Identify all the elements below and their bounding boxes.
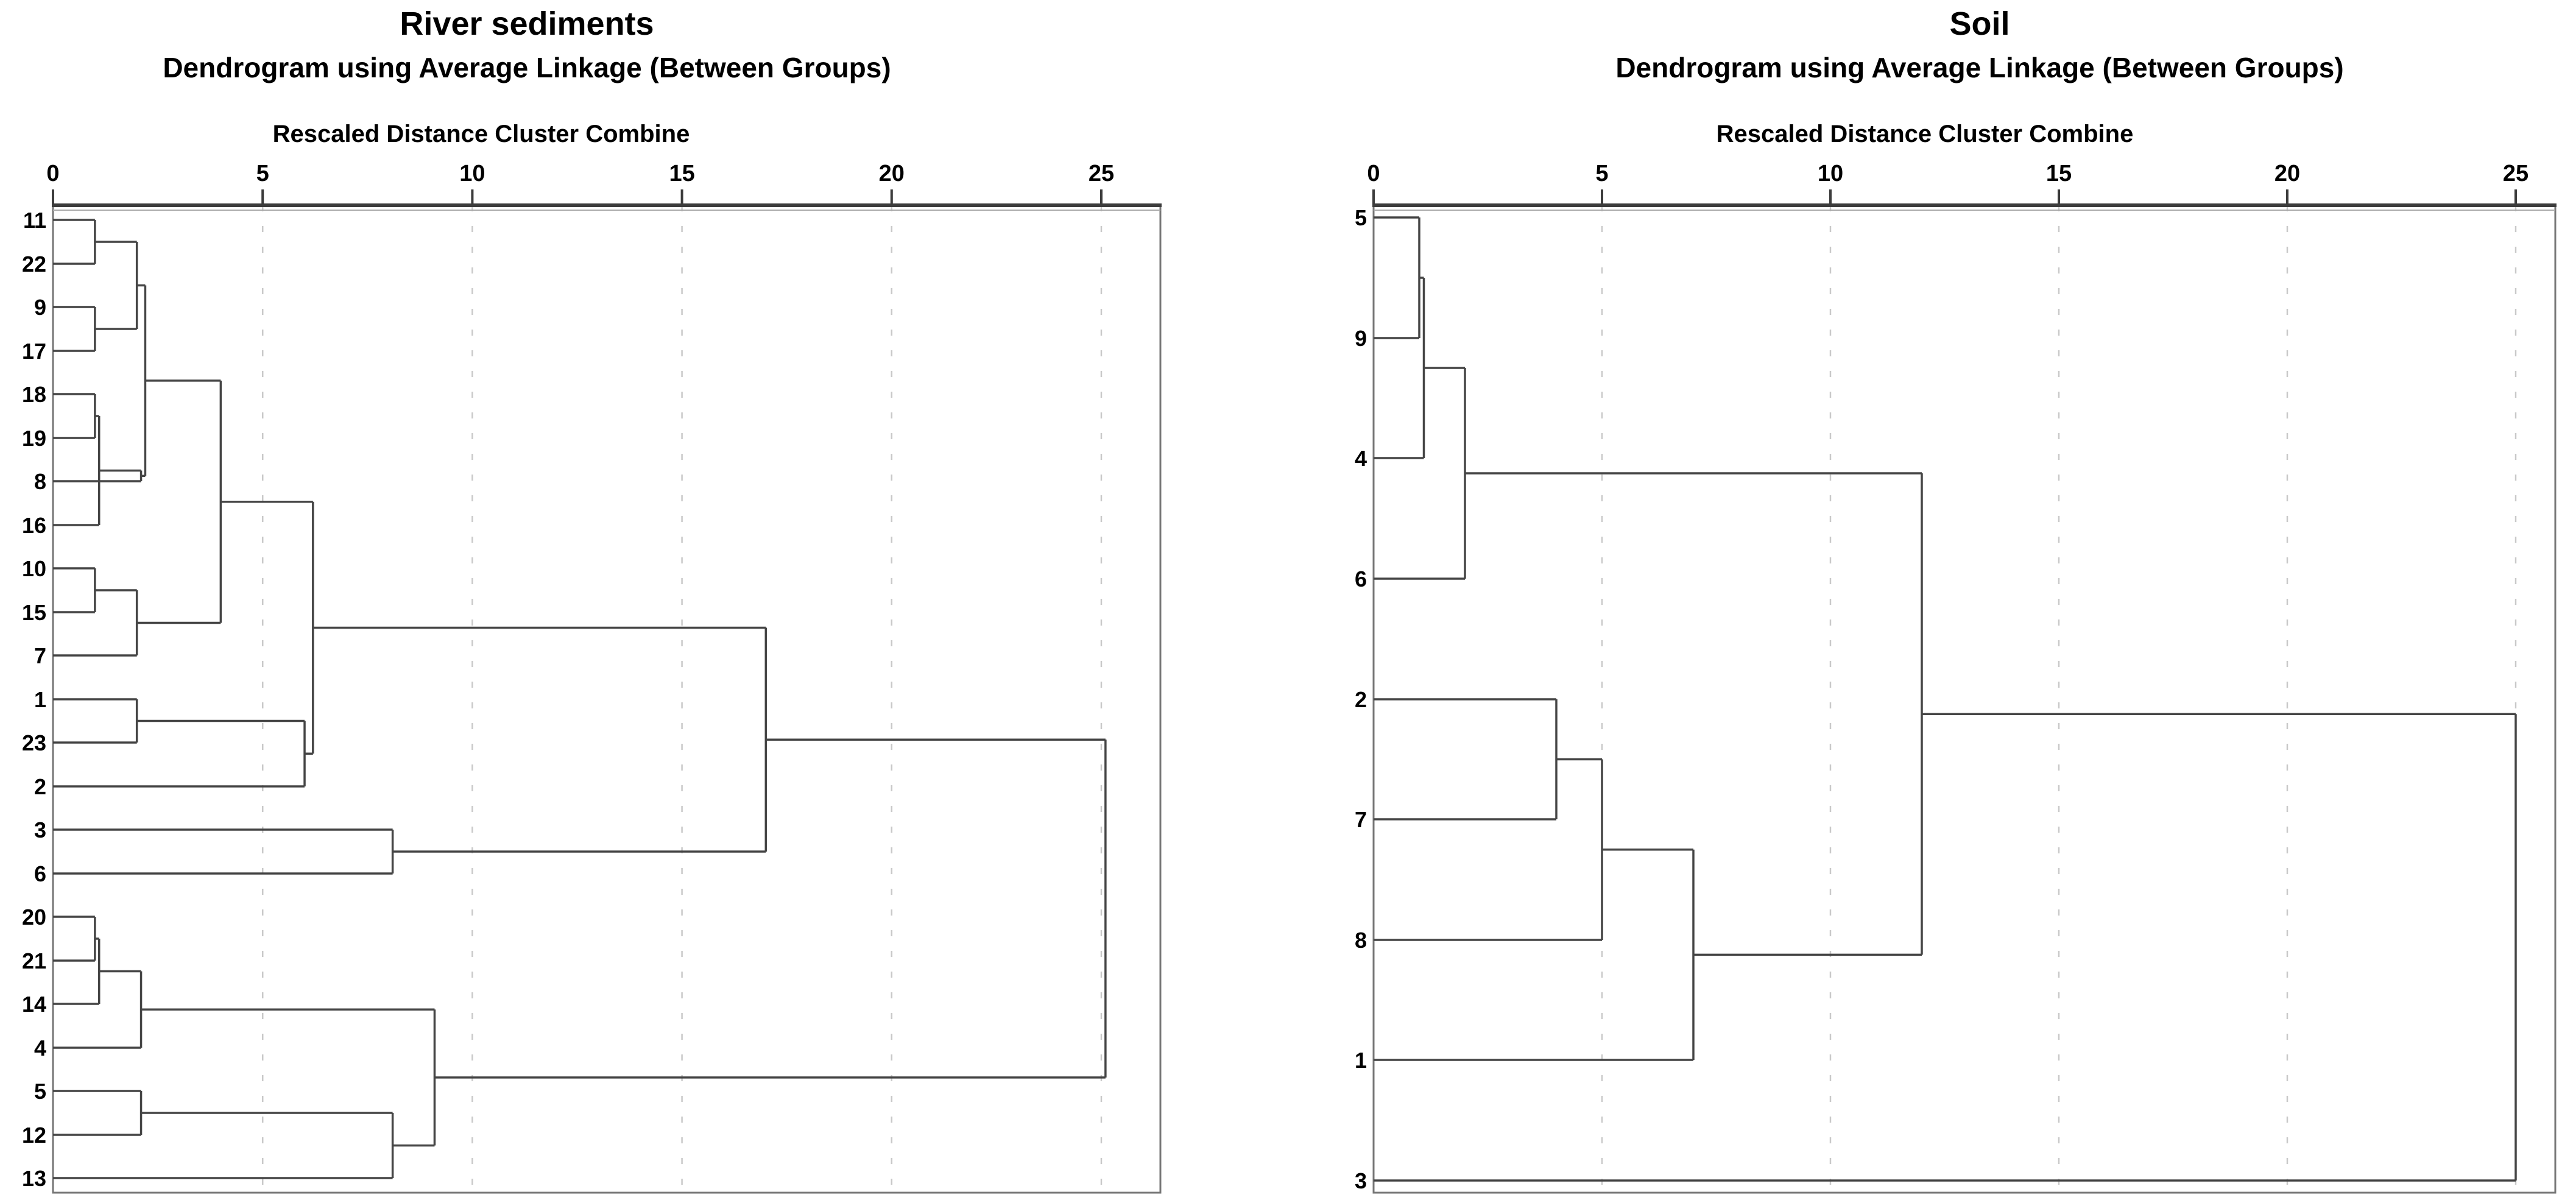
leaf-label-15: 15: [22, 600, 46, 625]
right-chart-subtitle: Dendrogram using Average Linkage (Betwee…: [1615, 52, 2344, 83]
axis-tick-label-5: 5: [256, 161, 269, 186]
leaf-label-9: 9: [34, 295, 46, 320]
right-chart-title: Soil: [1949, 5, 2010, 42]
axis-tick-label-5: 5: [1595, 161, 1608, 186]
leaf-label-18: 18: [22, 382, 46, 407]
leaf-label-3: 3: [34, 817, 46, 842]
right-chart-axis-label: Rescaled Distance Cluster Combine: [1716, 121, 2134, 147]
leaf-label-6: 6: [34, 861, 46, 886]
left-chart-subtitle: Dendrogram using Average Linkage (Betwee…: [163, 52, 891, 83]
leaf-label-22: 22: [22, 252, 46, 277]
leaf-label-11: 11: [23, 208, 46, 233]
axis-tick-label-25: 25: [2503, 161, 2528, 186]
left-chart-title: River sediments: [400, 5, 654, 42]
leaf-label-16: 16: [22, 513, 46, 538]
leaf-label-9: 9: [1355, 326, 1367, 351]
leaf-label-1: 1: [1355, 1048, 1367, 1073]
left-chart-axis-label: Rescaled Distance Cluster Combine: [272, 121, 690, 147]
leaf-label-6: 6: [1355, 566, 1367, 591]
leaf-label-7: 7: [34, 643, 46, 668]
leaf-label-5: 5: [1355, 205, 1367, 230]
leaf-label-12: 12: [22, 1123, 46, 1148]
axis-tick-label-0: 0: [46, 161, 59, 186]
leaf-label-2: 2: [34, 774, 46, 799]
plot-border: [52, 204, 1162, 1194]
leaf-label-14: 14: [22, 992, 46, 1017]
leaf-label-20: 20: [22, 905, 46, 930]
leaf-label-4: 4: [34, 1036, 46, 1061]
axis-tick-label-15: 15: [669, 161, 694, 186]
axis-tick-label-15: 15: [2046, 161, 2072, 186]
leaf-label-2: 2: [1355, 687, 1367, 712]
axis-tick-label-10: 10: [1818, 161, 1843, 186]
leaf-label-10: 10: [22, 556, 46, 581]
leaf-label-8: 8: [1355, 928, 1367, 953]
leaf-label-19: 19: [22, 426, 46, 451]
leaf-label-8: 8: [34, 469, 46, 494]
leaf-label-13: 13: [22, 1166, 46, 1191]
leaf-label-1: 1: [34, 687, 46, 712]
leaf-label-21: 21: [22, 948, 46, 973]
axis-tick-label-20: 20: [2274, 161, 2300, 186]
leaf-label-17: 17: [22, 339, 46, 364]
axis-tick-label-25: 25: [1089, 161, 1114, 186]
leaf-label-4: 4: [1355, 446, 1367, 471]
leaf-label-5: 5: [34, 1079, 46, 1104]
leaf-label-23: 23: [22, 730, 46, 755]
leaf-label-3: 3: [1355, 1168, 1367, 1193]
axis-tick-label-20: 20: [879, 161, 905, 186]
leaf-label-7: 7: [1355, 807, 1367, 832]
axis-tick-label-0: 0: [1367, 161, 1380, 186]
axis-tick-label-10: 10: [459, 161, 485, 186]
